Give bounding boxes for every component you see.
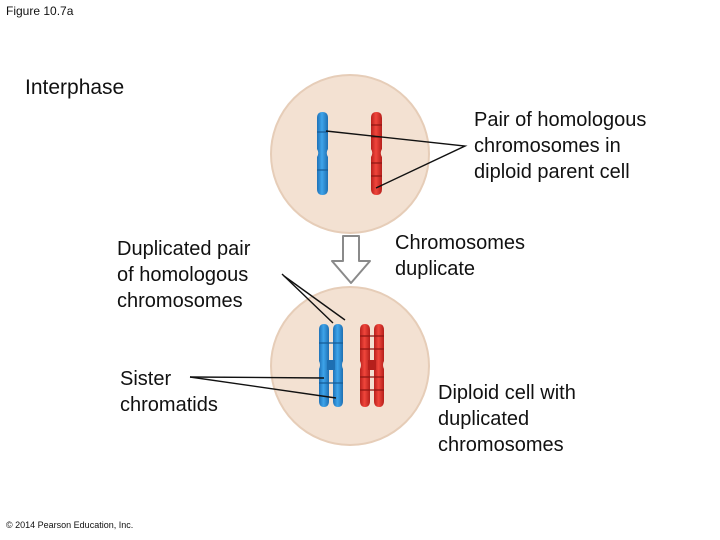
leader-lines — [189, 130, 468, 399]
parent-blue-chromosome — [317, 112, 328, 195]
duplication-arrow — [331, 235, 371, 284]
parent-red-chromosome — [371, 112, 382, 195]
section-title: Interphase — [25, 76, 125, 99]
parent-cell — [270, 74, 430, 234]
blue-sister-chromatids — [319, 324, 343, 407]
homologous-pair-label: Pair of homologous chromosomes in diploi… — [474, 109, 647, 183]
copyright-notice: © 2014 Pearson Education, Inc. — [6, 520, 134, 530]
diploid-cell-label: Diploid cell with duplicated chromosomes — [438, 382, 576, 456]
chromosomes-duplicate-label: Chromosomes duplicate — [395, 232, 526, 280]
figure-id: Figure 10.7a — [6, 4, 74, 18]
sister-chromatids-label: Sister chromatids — [120, 368, 218, 416]
red-sister-chromatids — [360, 324, 384, 407]
duplicated-pair-label: Duplicated pair of homologous chromosome… — [117, 238, 251, 312]
duplicated-cell — [270, 286, 430, 446]
